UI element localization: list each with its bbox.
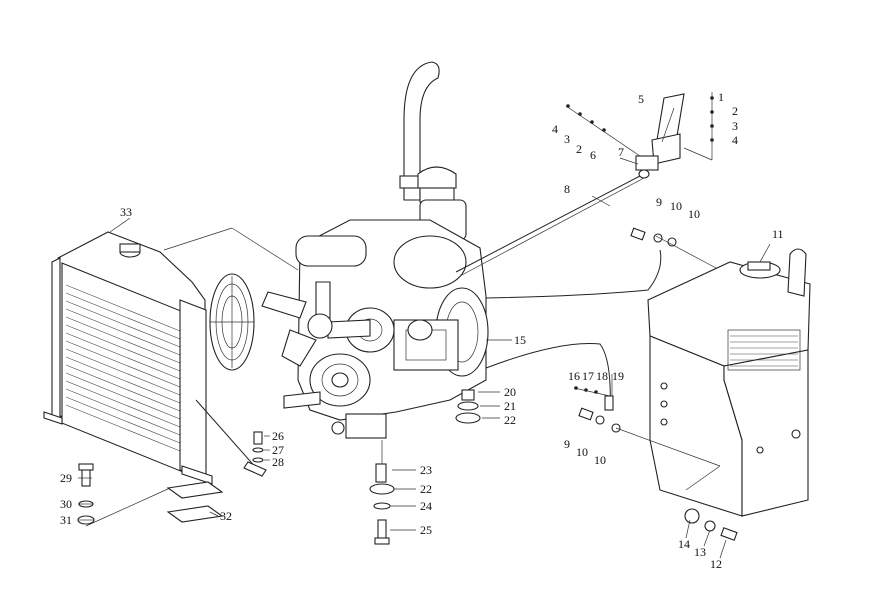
callout-2: 2 (732, 104, 738, 118)
callout-2-left: 2 (576, 142, 582, 156)
callout-18: 18 (596, 369, 608, 383)
callout-17: 17 (582, 369, 594, 383)
callout-26: 26 (272, 429, 284, 443)
bracket-32b (166, 505, 224, 523)
callout-7: 7 (618, 145, 624, 159)
leader-lines (78, 107, 771, 559)
tank-hardware (684, 508, 738, 541)
callout-10-upper-a: 10 (670, 199, 682, 213)
callout-19: 19 (612, 369, 624, 383)
throttle-cable (455, 175, 641, 273)
callout-3-left: 3 (564, 132, 570, 146)
callout-22-upper: 22 (504, 413, 516, 427)
callout-5: 5 (638, 92, 644, 106)
fan (209, 273, 255, 371)
callout-labels: 1 2 3 4 5 4 3 2 6 7 8 9 10 10 11 33 15 1… (60, 90, 784, 571)
radiator (43, 231, 213, 485)
callout-15: 15 (514, 333, 526, 347)
callout-9-lower: 9 (564, 437, 570, 451)
fitting-lower (578, 395, 621, 433)
callout-10-lower-a: 10 (576, 445, 588, 459)
callout-20: 20 (504, 385, 516, 399)
callout-4: 4 (732, 133, 738, 147)
callout-11: 11 (772, 227, 784, 241)
callout-9-upper: 9 (656, 195, 662, 209)
callout-29: 29 (60, 471, 72, 485)
callout-23: 23 (420, 463, 432, 477)
callout-10-lower-b: 10 (594, 453, 606, 467)
callout-16: 16 (568, 369, 580, 383)
callout-33: 33 (120, 205, 132, 219)
throttle-pedal (635, 93, 685, 179)
callout-25: 25 (420, 523, 432, 537)
callout-27: 27 (272, 443, 284, 457)
fuel-line-lower (485, 343, 611, 411)
fuel-tank (647, 248, 811, 517)
callout-28: 28 (272, 455, 284, 469)
callout-8: 8 (564, 182, 570, 196)
callout-22-lower: 22 (420, 482, 432, 496)
engine-mount-hardware (369, 389, 481, 545)
callout-24: 24 (420, 499, 432, 513)
engine-assembly (261, 61, 489, 439)
callout-14: 14 (678, 537, 690, 551)
callout-13: 13 (694, 545, 706, 559)
fuel-line-upper (485, 249, 662, 299)
callout-4-left: 4 (552, 122, 558, 136)
callout-1: 1 (718, 90, 724, 104)
callout-32: 32 (220, 509, 232, 523)
callout-21: 21 (504, 399, 516, 413)
callout-6: 6 (590, 148, 596, 162)
callout-31: 31 (60, 513, 72, 527)
bracket-32a (166, 481, 224, 499)
callout-12: 12 (710, 557, 722, 571)
callout-3: 3 (732, 119, 738, 133)
callout-30: 30 (60, 497, 72, 511)
callout-10-upper-b: 10 (688, 207, 700, 221)
